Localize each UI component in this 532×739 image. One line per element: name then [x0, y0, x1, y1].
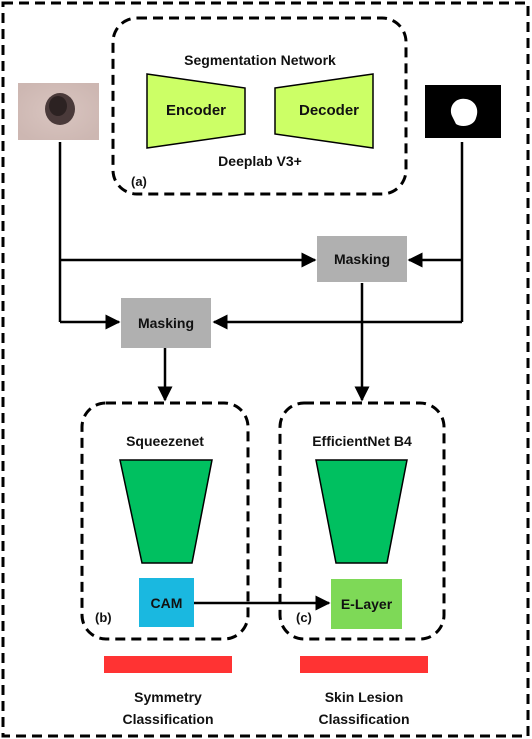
- masking-top-box: [317, 236, 407, 282]
- squeezenet-title: Squeezenet: [126, 433, 204, 449]
- symmetry-output-bar: [104, 656, 232, 673]
- symmetry-line1: Symmetry: [134, 689, 202, 705]
- segmentation-model-label: Deeplab V3+: [218, 153, 302, 169]
- cam-box: [139, 578, 194, 627]
- panel-tag-a: (a): [131, 174, 147, 189]
- panel-tag-b: (b): [95, 610, 112, 625]
- masking-left-box: [121, 298, 211, 348]
- lesion-line2: Classification: [318, 711, 410, 727]
- efficientnet-title: EfficientNet B4: [312, 433, 412, 449]
- connectors: [58, 142, 464, 611]
- mask-image: [425, 85, 501, 138]
- efficientnet-block: [315, 459, 408, 564]
- squeezenet-panel: [80, 401, 250, 641]
- decoder-block: [274, 73, 374, 149]
- encoder-label: Encoder: [165, 102, 226, 119]
- segmentation-title: Segmentation Network: [184, 52, 336, 68]
- lesion-output-bar: [300, 656, 428, 673]
- panel-tag-c: (c): [296, 610, 312, 625]
- symmetry-line2: Classification: [122, 711, 214, 727]
- masking-top-label: Masking: [333, 251, 390, 267]
- lesion-line1: Skin Lesion: [324, 689, 404, 705]
- cam-label: CAM: [150, 595, 183, 611]
- elayer-label: E-Layer: [340, 596, 393, 612]
- input-skin-image: [18, 83, 99, 140]
- encoder-block: [146, 73, 246, 149]
- squeezenet-block: [119, 459, 213, 564]
- efficientnet-panel: [278, 401, 446, 641]
- decoder-label: Decoder: [298, 102, 360, 119]
- masking-left-label: Masking: [137, 315, 194, 331]
- elayer-box: [331, 579, 402, 629]
